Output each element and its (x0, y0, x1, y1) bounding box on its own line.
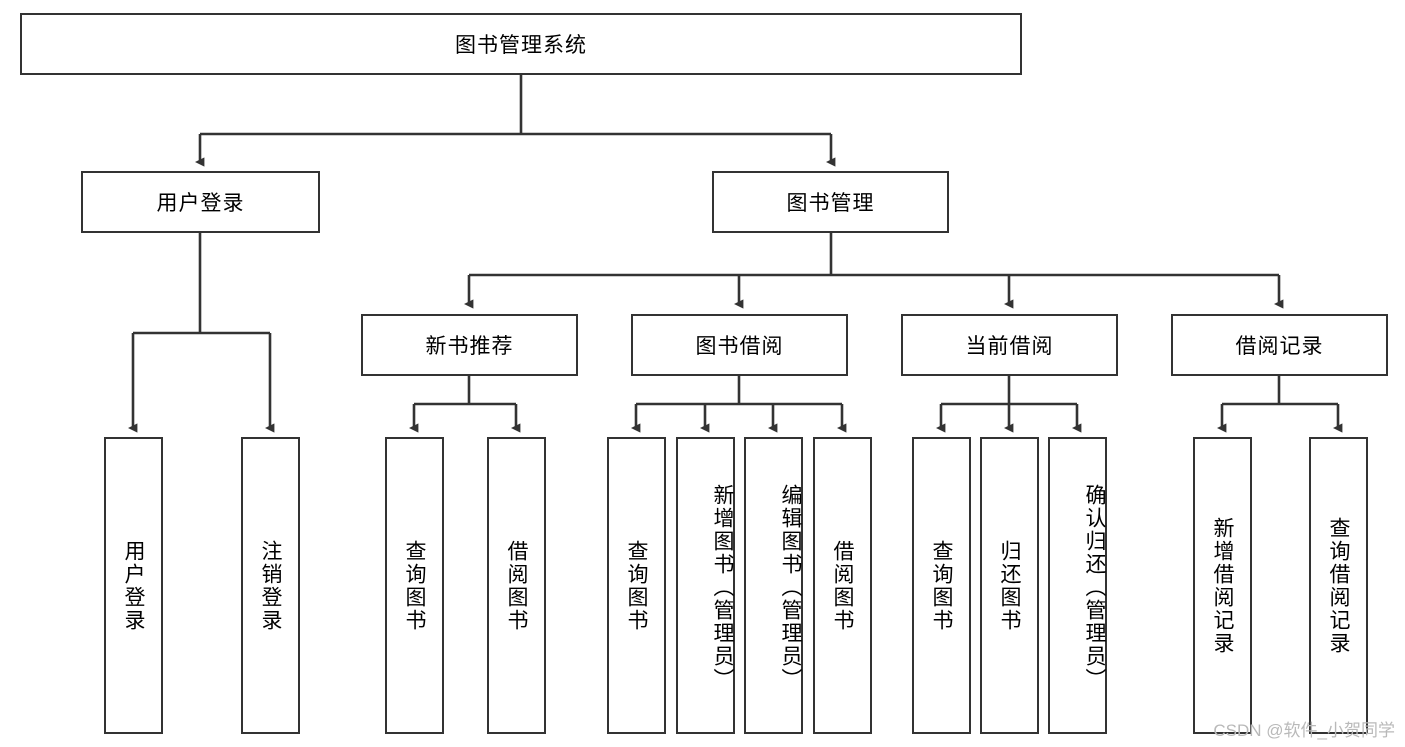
node-borrow-record[interactable]: 借阅记录 (1171, 314, 1388, 376)
leaf-user-login[interactable]: 用户登录 (104, 437, 163, 734)
leaf-newbook-borrow-book-label: 借阅图书 (505, 539, 528, 632)
node-borrow-record-label: 借阅记录 (1235, 335, 1324, 358)
leaf-current-return-book[interactable]: 归还图书 (980, 437, 1039, 734)
leaf-newbook-query-book-label: 查询图书 (403, 539, 426, 632)
node-current-borrow-label: 当前借阅 (965, 335, 1054, 358)
leaf-newbook-query-book[interactable]: 查询图书 (385, 437, 444, 734)
leaf-newbook-borrow-book[interactable]: 借阅图书 (487, 437, 546, 734)
node-root-system[interactable]: 图书管理系统 (20, 13, 1022, 75)
leaf-user-logout-label: 注销登录 (259, 539, 282, 632)
node-current-borrow[interactable]: 当前借阅 (901, 314, 1118, 376)
leaf-current-confirm-return-admin[interactable]: 确认归还（管理员） (1048, 437, 1107, 734)
leaf-borrow-edit-book-admin-label: 编辑图书（管理员） (779, 484, 802, 691)
watermark-credit: CSDN @软件_小贺同学 (1213, 721, 1395, 740)
leaf-current-query-book-label: 查询图书 (930, 539, 953, 632)
leaf-borrow-edit-book-admin[interactable]: 编辑图书（管理员） (744, 437, 803, 734)
node-root-system-label: 图书管理系统 (455, 34, 587, 57)
leaf-borrow-query-book[interactable]: 查询图书 (607, 437, 666, 734)
node-book-management-label: 图书管理 (786, 192, 875, 215)
node-book-management[interactable]: 图书管理 (712, 171, 949, 233)
leaf-borrow-borrow-book-label: 借阅图书 (831, 539, 854, 632)
leaf-borrow-add-book-admin-label: 新增图书（管理员） (711, 484, 734, 691)
leaf-user-login-label: 用户登录 (122, 539, 145, 632)
leaf-borrow-add-book-admin[interactable]: 新增图书（管理员） (676, 437, 735, 734)
leaf-current-return-book-label: 归还图书 (998, 539, 1021, 632)
leaf-record-add-record[interactable]: 新增借阅记录 (1193, 437, 1252, 734)
leaf-record-query-record-label: 查询借阅记录 (1327, 516, 1350, 655)
node-new-book-recommend[interactable]: 新书推荐 (361, 314, 578, 376)
node-book-borrow[interactable]: 图书借阅 (631, 314, 848, 376)
node-user-login[interactable]: 用户登录 (81, 171, 320, 233)
leaf-borrow-query-book-label: 查询图书 (625, 539, 648, 632)
leaf-borrow-borrow-book[interactable]: 借阅图书 (813, 437, 872, 734)
leaf-current-query-book[interactable]: 查询图书 (912, 437, 971, 734)
leaf-record-query-record[interactable]: 查询借阅记录 (1309, 437, 1368, 734)
leaf-record-add-record-label: 新增借阅记录 (1211, 516, 1234, 655)
node-user-login-label: 用户登录 (156, 192, 245, 215)
leaf-current-confirm-return-admin-label: 确认归还（管理员） (1083, 484, 1106, 691)
node-new-book-recommend-label: 新书推荐 (425, 335, 514, 358)
leaf-user-logout[interactable]: 注销登录 (241, 437, 300, 734)
node-book-borrow-label: 图书借阅 (695, 335, 784, 358)
